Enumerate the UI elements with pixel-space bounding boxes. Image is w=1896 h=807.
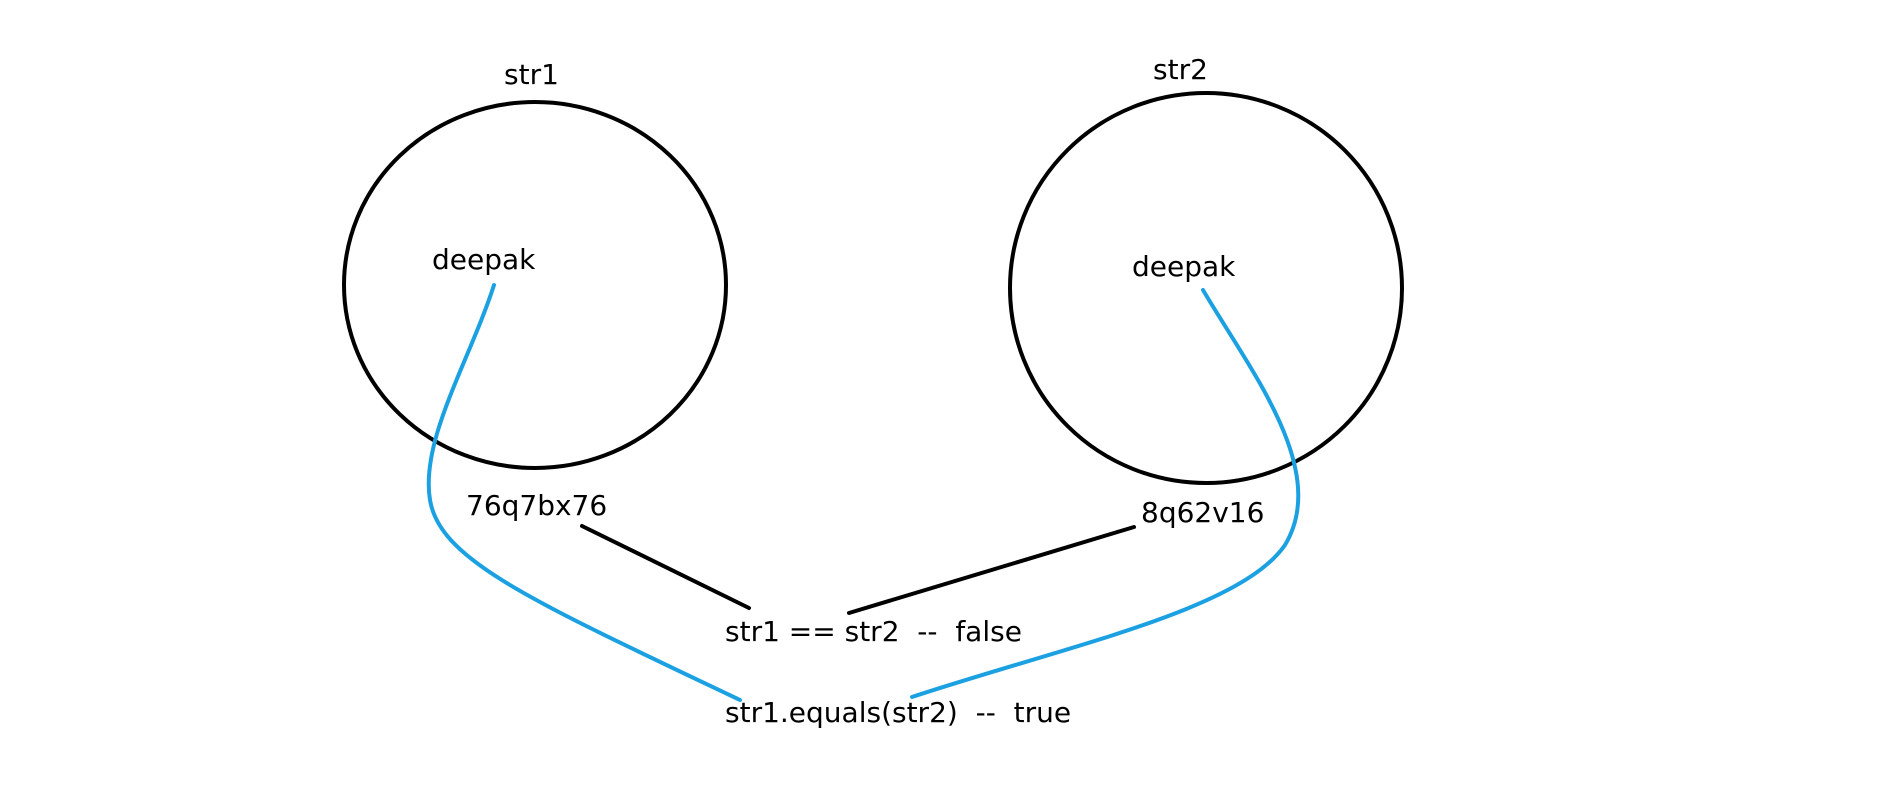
str1-value-label: deepak <box>432 243 536 276</box>
str2-object-circle <box>1008 91 1404 485</box>
str2-address-label: 8q62v16 <box>1141 496 1264 529</box>
str2-value-label: deepak <box>1132 250 1236 283</box>
str2-variable-label: str2 <box>1153 53 1208 86</box>
reference-comparison-label: str1 == str2 -- false <box>725 615 1022 648</box>
str2-content-line <box>910 288 1301 699</box>
str1-variable-label: str1 <box>504 58 559 91</box>
str1-reference-line <box>580 524 751 610</box>
str1-address-label: 76q7bx76 <box>466 489 607 522</box>
str1-object-circle <box>342 100 728 470</box>
content-comparison-label: str1.equals(str2) -- true <box>725 696 1071 729</box>
str2-reference-line <box>847 525 1136 615</box>
str1-content-line <box>426 283 742 702</box>
